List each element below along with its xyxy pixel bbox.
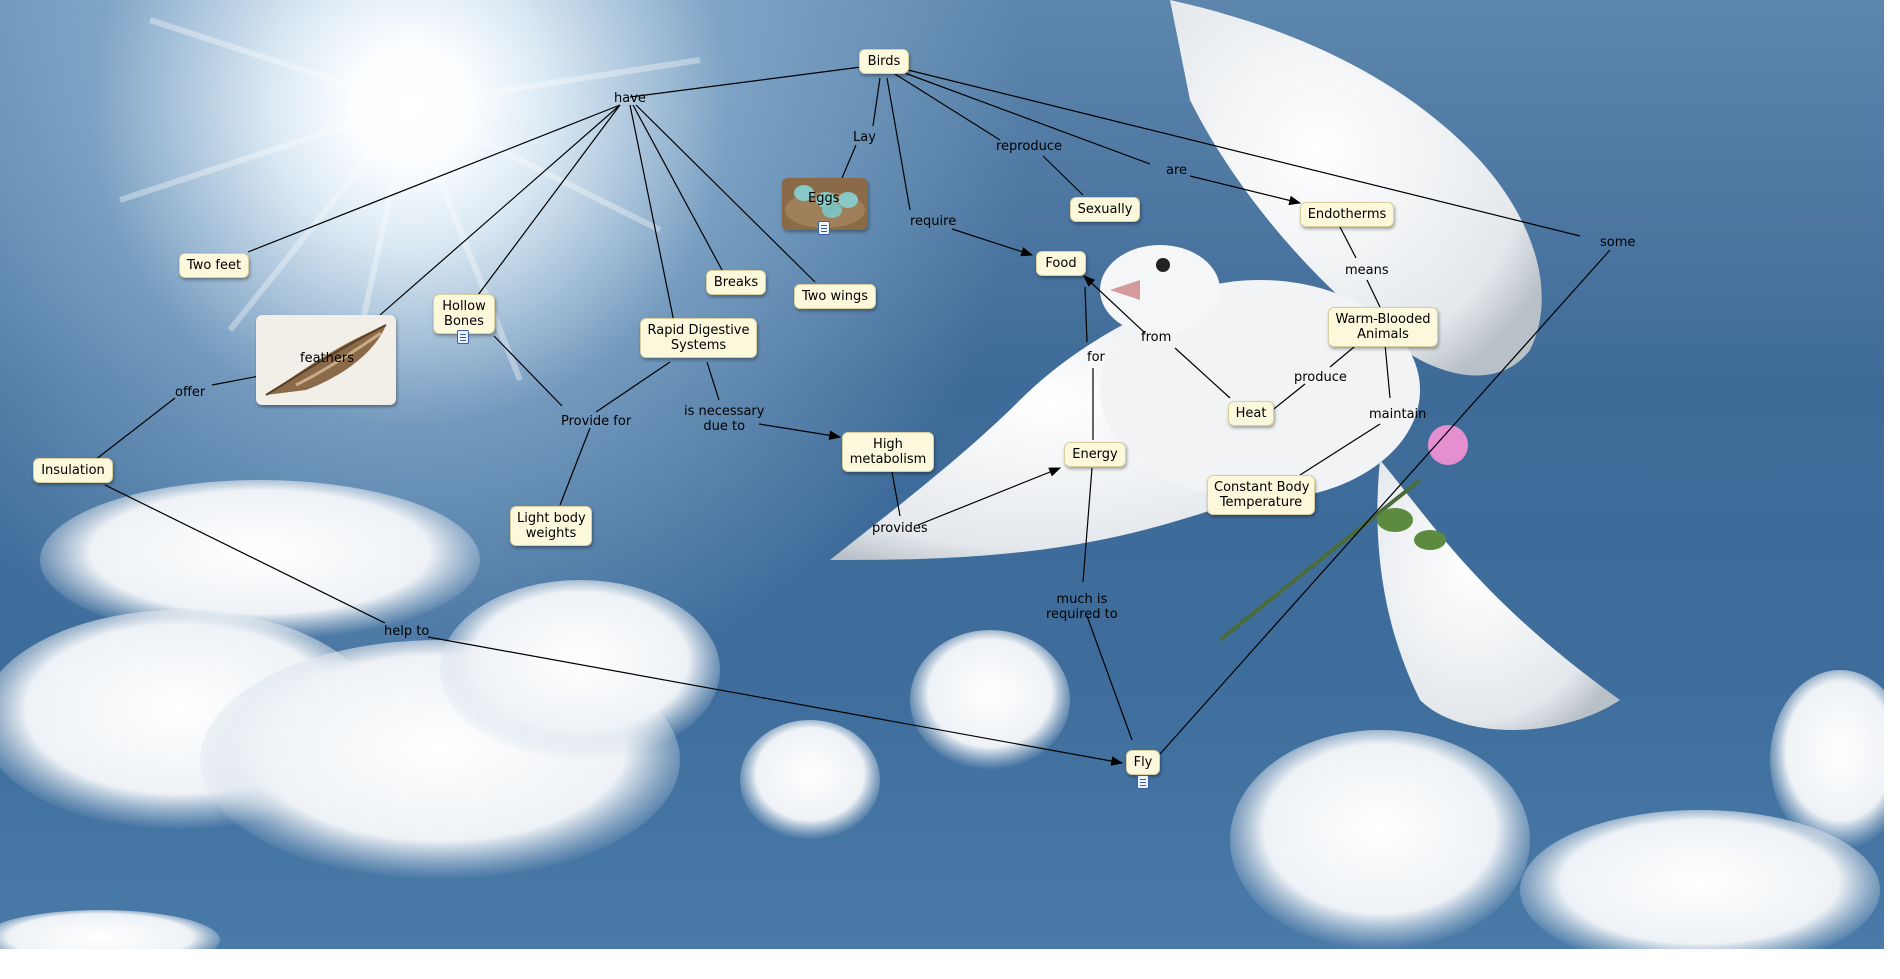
warm-blooded-line1: Warm-Blooded — [1335, 312, 1431, 327]
light-body-line2: weights — [525, 526, 577, 541]
concept-two-feet[interactable]: Two feet — [179, 253, 249, 278]
link-for: for — [1087, 350, 1105, 365]
concept-breaks[interactable]: Breaks — [706, 270, 766, 295]
link-help-to: help to — [384, 624, 430, 639]
concept-insulation[interactable]: Insulation — [33, 458, 113, 483]
link-means: means — [1345, 263, 1389, 278]
link-reproduce: reproduce — [996, 139, 1062, 154]
link-maintain: maintain — [1369, 407, 1427, 422]
link-have: have — [614, 91, 646, 106]
concept-rapid-digestive-systems[interactable]: Rapid Digestive Systems — [640, 318, 757, 358]
concept-sexually[interactable]: Sexually — [1070, 197, 1140, 222]
is-necessary-line2: due to — [703, 419, 746, 434]
link-some: some — [1600, 235, 1636, 250]
concept-hollow-bones[interactable]: Hollow Bones — [433, 294, 495, 334]
concept-light-body-weights[interactable]: Light body weights — [510, 506, 592, 546]
concept-constant-body-temperature[interactable]: Constant Body Temperature — [1207, 475, 1315, 515]
link-lay: Lay — [853, 130, 876, 145]
link-offer: offer — [175, 385, 206, 400]
concept-feathers[interactable]: feathers — [256, 315, 396, 405]
concept-heat[interactable]: Heat — [1228, 401, 1274, 426]
light-body-line1: Light body — [517, 511, 586, 526]
eggs-nest-image — [785, 185, 865, 228]
concept-eggs-label: Eggs — [808, 191, 840, 206]
concept-birds[interactable]: Birds — [859, 49, 909, 74]
link-produce: produce — [1294, 370, 1347, 385]
concept-food[interactable]: Food — [1036, 251, 1086, 276]
feather-image — [265, 324, 387, 396]
high-metabolism-line2: metabolism — [849, 452, 927, 467]
link-provide-for: Provide for — [561, 414, 632, 429]
warm-blooded-line2: Animals — [1357, 327, 1409, 342]
document-icon[interactable] — [818, 221, 830, 235]
concept-high-metabolism[interactable]: High metabolism — [842, 432, 934, 472]
much-required-line2: required to — [1046, 607, 1118, 622]
rapid-digestive-line2: Systems — [670, 338, 727, 353]
constant-body-line1: Constant Body — [1214, 480, 1310, 495]
high-metabolism-line1: High — [873, 437, 903, 452]
concept-hollow-bones-line1: Hollow — [442, 299, 486, 314]
concept-two-wings[interactable]: Two wings — [794, 284, 876, 309]
link-from: from — [1141, 330, 1172, 345]
clouds — [0, 480, 1900, 970]
concept-feathers-label: feathers — [300, 351, 354, 366]
constant-body-line2: Temperature — [1219, 495, 1303, 510]
much-required-line1: much is — [1056, 592, 1108, 607]
concept-fly[interactable]: Fly — [1126, 750, 1160, 775]
concept-endotherms[interactable]: Endotherms — [1300, 202, 1394, 227]
link-provides: provides — [872, 521, 928, 536]
rapid-digestive-line1: Rapid Digestive — [647, 323, 750, 338]
link-is-necessary-due-to: is necessary due to — [684, 404, 764, 434]
link-require: require — [910, 214, 957, 229]
document-icon[interactable] — [1137, 775, 1149, 789]
link-are: are — [1166, 163, 1188, 178]
concept-warm-blooded-animals[interactable]: Warm-Blooded Animals — [1328, 307, 1438, 347]
concept-energy[interactable]: Energy — [1064, 442, 1126, 467]
concept-hollow-bones-line2: Bones — [444, 314, 484, 329]
document-icon[interactable] — [457, 330, 469, 344]
link-much-is-required-to: much is required to — [1046, 592, 1118, 622]
is-necessary-line1: is necessary — [684, 404, 765, 419]
